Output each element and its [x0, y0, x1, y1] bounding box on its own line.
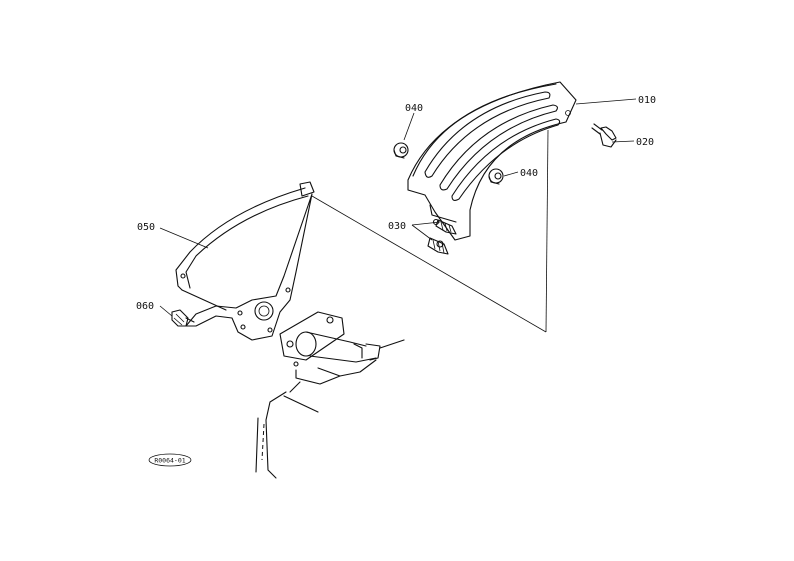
figure-reference-badge: R0064-01	[148, 453, 192, 467]
bolt-060	[171, 309, 195, 327]
curved-slotted-bracket	[407, 81, 577, 241]
shaft-housing	[279, 311, 405, 393]
label-part-040-upper: 040	[405, 103, 423, 114]
label-part-020: 020	[636, 137, 654, 148]
engine-body	[255, 391, 319, 479]
label-part-010: 010	[638, 95, 656, 106]
label-part-050: 050	[137, 222, 155, 233]
plate-bracket	[175, 181, 315, 341]
leader-lines	[159, 98, 637, 317]
label-part-040-lower: 040	[520, 168, 538, 179]
spacer-040-left	[393, 142, 409, 159]
spacer-040-right	[488, 168, 504, 185]
label-part-030: 030	[388, 221, 406, 232]
figure-reference: R0064-01	[154, 457, 185, 465]
bolt-020	[591, 123, 617, 148]
assembly-reference-lines	[311, 129, 549, 333]
stud-bolts-030	[427, 218, 457, 255]
label-part-060: 060	[136, 301, 154, 312]
